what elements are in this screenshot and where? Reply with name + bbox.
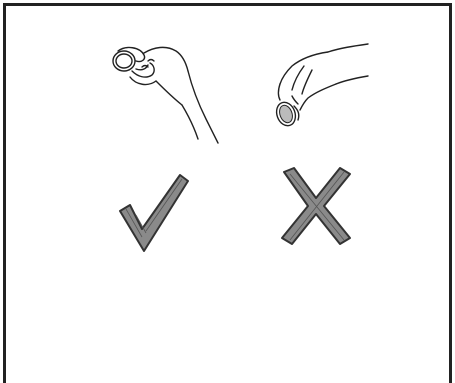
cross-mark-icon (278, 166, 353, 246)
diagram-frame (3, 3, 452, 383)
check-mark-icon (116, 171, 191, 256)
hand-pinching-coin-edge-icon (264, 36, 374, 136)
hand-holding-coin-flat-grip-icon (106, 31, 226, 151)
